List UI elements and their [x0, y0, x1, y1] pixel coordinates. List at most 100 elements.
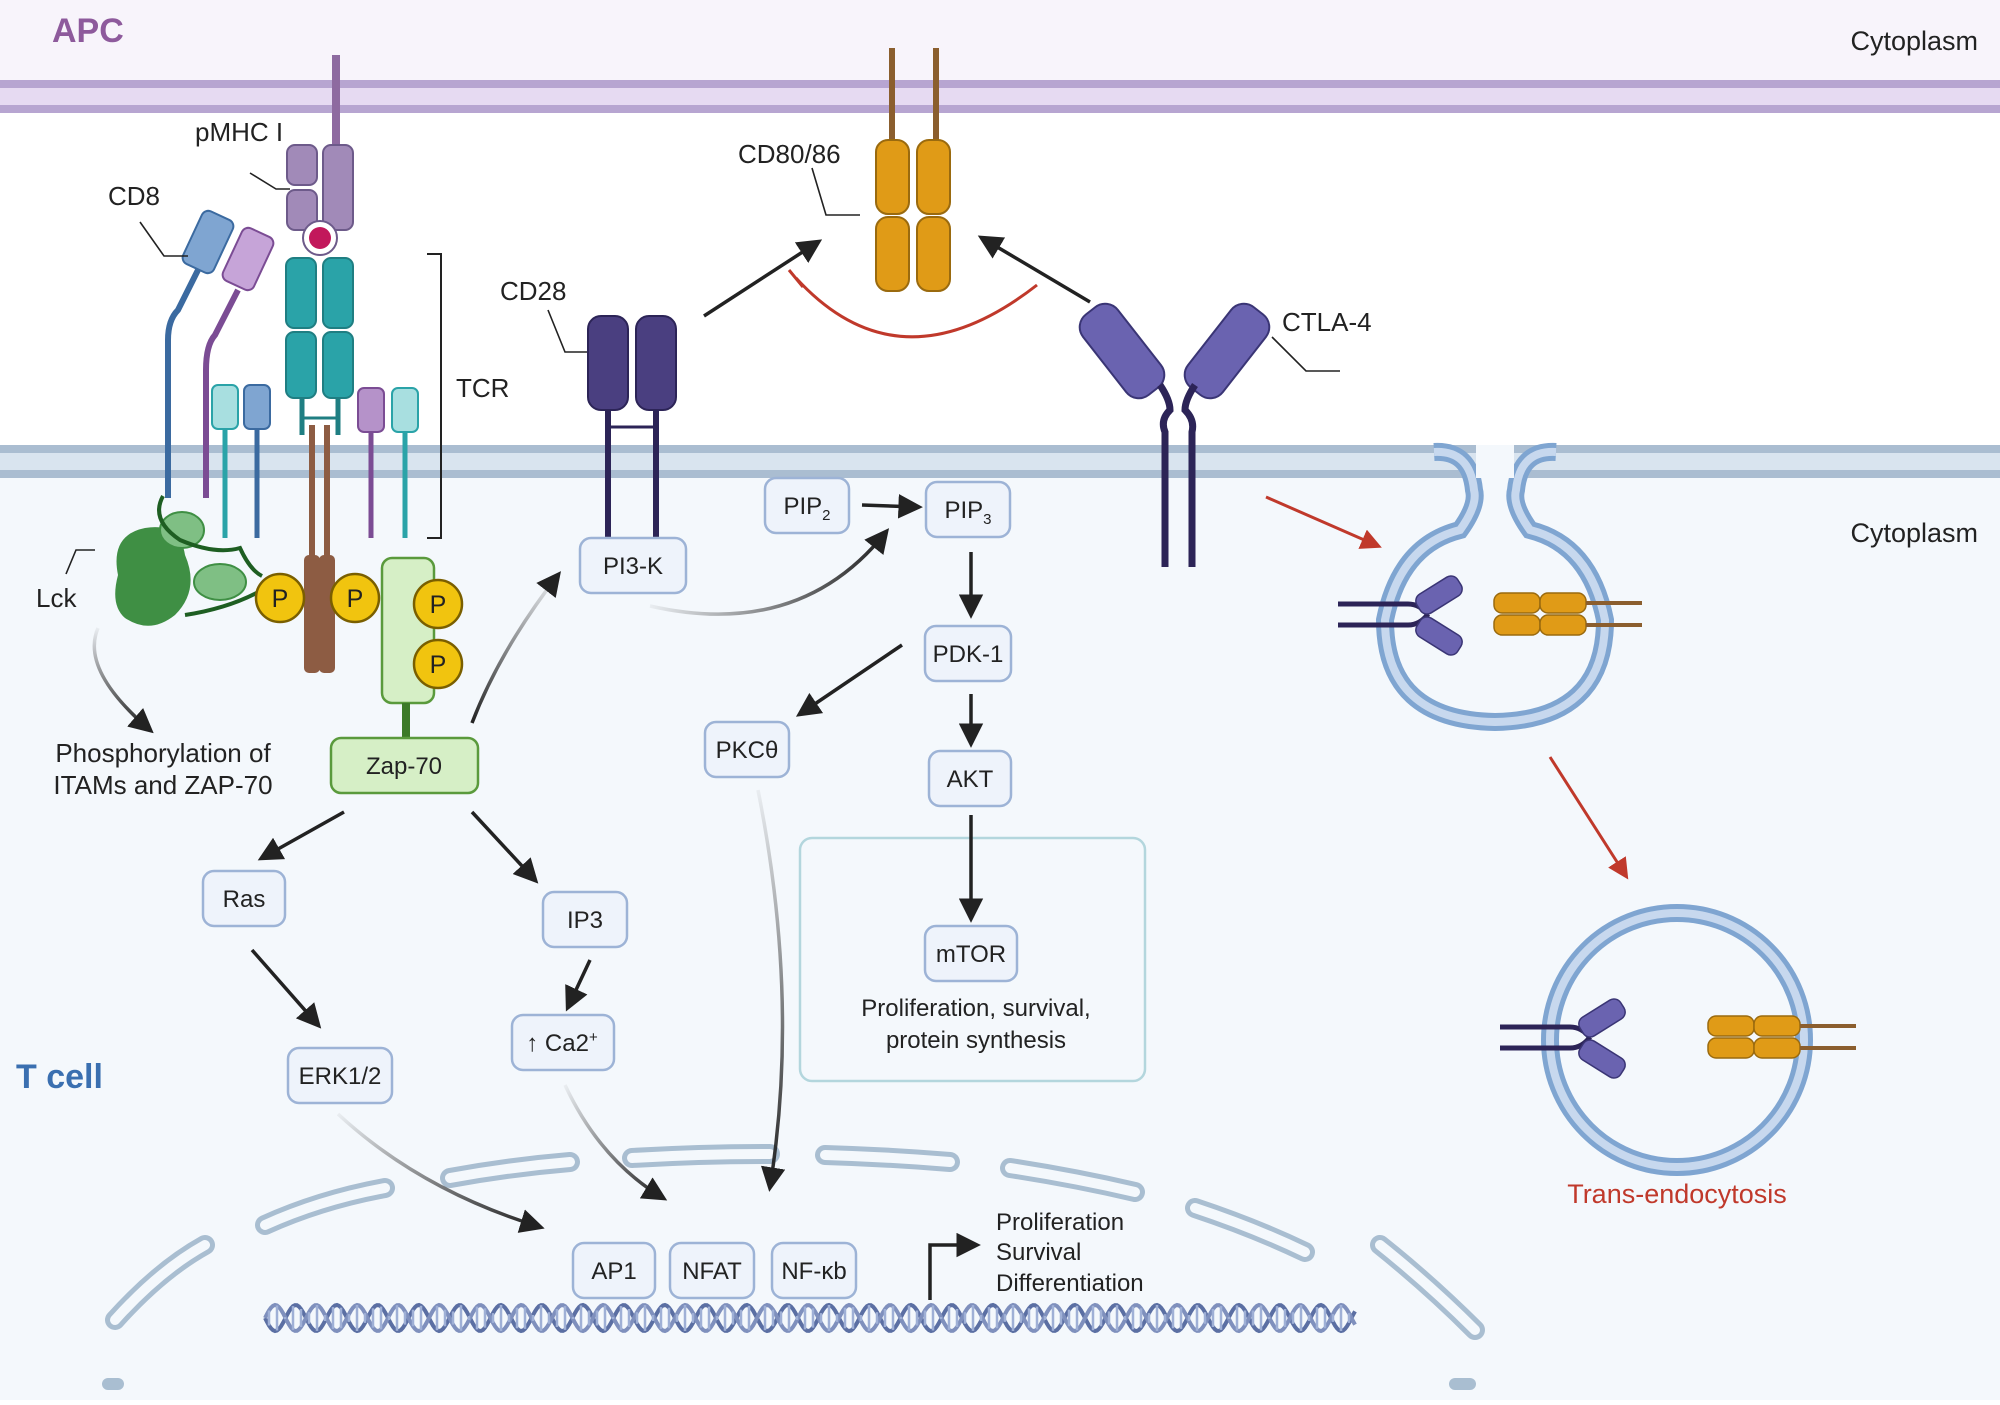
arrow-zap70-to-ras — [257, 810, 345, 861]
arrow-ras-to-erk — [250, 948, 322, 1029]
arrow-lck-to-phospho — [92, 627, 154, 734]
svg-text:Zap-70: Zap-70 — [366, 753, 442, 780]
cd8-leader — [139, 221, 188, 257]
pmhc-leader — [249, 172, 290, 190]
phosphate-4: P — [412, 638, 464, 690]
outcome-differentiation: Differentiation — [996, 1270, 1144, 1297]
svg-text:AKT: AKT — [947, 766, 994, 793]
node-mtor: mTOR — [923, 924, 1019, 983]
ctla4-leader — [1271, 336, 1340, 372]
node-calcium: ↑ Ca2+ — [510, 1013, 616, 1072]
svg-text:ERK1/2: ERK1/2 — [299, 1063, 382, 1090]
cd28-receptor — [587, 315, 677, 545]
svg-text:P: P — [347, 585, 364, 613]
arrow-cd28-to-cd80 — [703, 239, 823, 318]
arrow-pi3k-to-pip3 — [649, 528, 890, 616]
node-pdk1: PDK-1 — [923, 624, 1013, 683]
cd3-zeta-chains — [304, 425, 335, 673]
dna-helix — [263, 1302, 1357, 1334]
phosphorylation-note-line1: Phosphorylation of — [55, 738, 271, 768]
ctla4-receptor — [1078, 302, 1271, 567]
arrow-zap70-to-ip3 — [470, 810, 539, 884]
node-ap1: AP1 — [571, 1241, 657, 1300]
node-ip3: IP3 — [541, 890, 629, 949]
cd80-86-ligand — [875, 48, 951, 292]
tcr-alpha-beta — [285, 257, 354, 435]
outcome-proliferation: Proliferation — [996, 1209, 1124, 1236]
node-erk: ERK1/2 — [286, 1046, 394, 1105]
vesicle2-ctla4 — [1500, 998, 1626, 1079]
vesicle2-cd80 — [1707, 1015, 1856, 1059]
lck-label: Lck — [36, 583, 77, 613]
arrow-ip3-to-calcium — [565, 959, 592, 1012]
arrow-ctla4-to-cd80 — [977, 235, 1091, 304]
svg-text:IP3: IP3 — [567, 907, 603, 934]
trans-endocytosis-label: Trans-endocytosis — [1567, 1179, 1787, 1209]
ctla4-label: CTLA-4 — [1282, 307, 1372, 337]
svg-text:NF-κb: NF-κb — [781, 1258, 846, 1285]
node-pkc-theta: PKCθ — [703, 720, 791, 779]
arrow-pdk1-to-pkc — [795, 643, 903, 717]
svg-text:PIP3: PIP3 — [944, 497, 991, 528]
inhibition-bar — [794, 276, 1038, 339]
outcome-survival: Survival — [996, 1239, 1081, 1266]
phosphate-1: P — [254, 572, 306, 624]
arrow-vesicle-to-endosome — [1548, 756, 1629, 880]
cd8-coreceptor — [165, 209, 275, 498]
node-ras: Ras — [201, 869, 287, 928]
svg-text:PIP2: PIP2 — [783, 493, 830, 524]
svg-text:Ras: Ras — [223, 886, 266, 913]
svg-text:PI3-K: PI3-K — [603, 553, 663, 580]
svg-text:NFAT: NFAT — [682, 1258, 742, 1285]
node-pip2: PIP2 — [763, 476, 851, 535]
apc-cytoplasm-band — [0, 0, 2000, 80]
transcription-arrow — [928, 1232, 981, 1300]
mtor-outcome-line2: protein synthesis — [886, 1027, 1066, 1054]
cd3-chains — [211, 384, 419, 538]
nuclear-envelope — [102, 1144, 1485, 1390]
lck-leader — [65, 549, 95, 575]
cytoplasm-label-mid: Cytoplasm — [1850, 518, 1978, 548]
svg-text:P: P — [430, 591, 447, 619]
pmhc-i — [286, 55, 354, 256]
phosphate-groups: P P P P — [254, 572, 464, 690]
tcell-label: T cell — [16, 1058, 103, 1096]
svg-text:AP1: AP1 — [591, 1258, 636, 1285]
arrow-pip2-to-pip3 — [861, 494, 923, 519]
svg-text:↑ Ca2+: ↑ Ca2+ — [526, 1029, 598, 1057]
node-nfat: NFAT — [668, 1241, 756, 1300]
arrow-pkc-to-nucleus — [756, 789, 786, 1192]
arrow-ctla4-to-endocytosis — [1265, 495, 1382, 549]
cd28-label: CD28 — [500, 276, 566, 306]
mtor-outcome-line1: Proliferation, survival, — [861, 995, 1090, 1022]
node-nfkb: NF-κb — [770, 1241, 858, 1300]
node-zap70: Zap-70 — [329, 736, 480, 795]
lck-kinase — [115, 495, 263, 626]
cd80-leader — [811, 167, 860, 216]
vesicle1-ctla4 — [1338, 575, 1463, 656]
svg-text:P: P — [272, 585, 289, 613]
arrow-calcium-to-nucleus — [563, 1084, 668, 1201]
svg-text:P: P — [430, 651, 447, 679]
cd80-86-label: CD80/86 — [738, 139, 841, 169]
arrow-erk-to-nucleus — [336, 1112, 545, 1233]
arrow-zap70-to-pi3k — [470, 571, 561, 724]
cd8-label: CD8 — [108, 181, 160, 211]
phosphate-3: P — [412, 578, 464, 630]
svg-text:PDK-1: PDK-1 — [933, 641, 1004, 668]
node-pi3k: PI3-K — [578, 536, 688, 595]
tcr-label: TCR — [456, 373, 509, 403]
cytoplasm-label-top: Cytoplasm — [1850, 26, 1978, 56]
node-pip3: PIP3 — [924, 480, 1012, 539]
svg-text:mTOR: mTOR — [936, 941, 1006, 968]
cd28-leader — [547, 309, 588, 353]
endocytic-vesicle — [1541, 904, 1813, 1176]
tcr-bracket — [427, 253, 442, 539]
phosphate-2: P — [329, 572, 381, 624]
svg-text:PKCθ: PKCθ — [716, 737, 779, 764]
node-akt: AKT — [927, 749, 1013, 808]
apc-label: APC — [52, 12, 124, 50]
pmhc-label: pMHC I — [195, 117, 283, 147]
